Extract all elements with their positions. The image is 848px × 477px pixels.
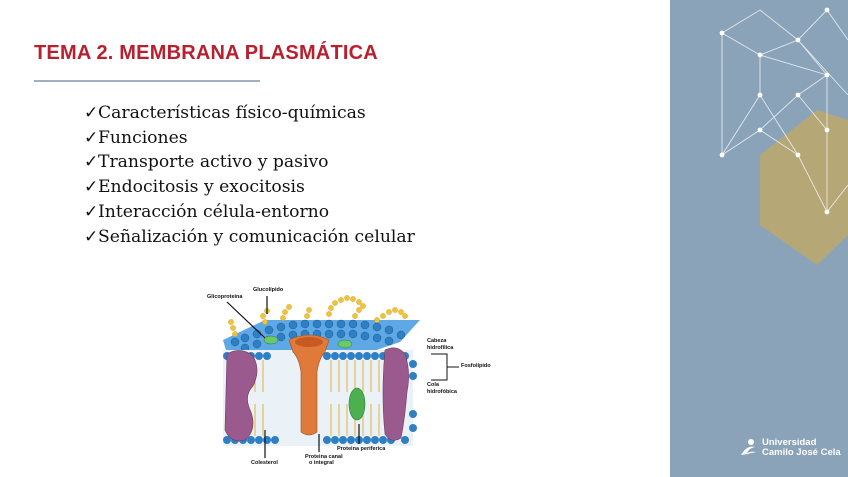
brand-text: Universidad Camilo José Cela [762,438,841,458]
label-hidrofobica: hidrofóbica [427,389,458,395]
gold-hexagon [760,110,848,265]
carbohydrate-chains [228,295,408,337]
brand-line-2: Camilo José Cela [762,447,841,458]
bracket-fosfolipido [431,353,459,381]
glycoprotein-green [263,335,279,345]
network-decoration [719,7,848,265]
check-icon: ✓ [84,127,99,148]
green-protein-2 [337,339,353,349]
topic-label: Interacción célula-entorno [98,201,330,222]
topic-list: ✓Características físico-químicas ✓Funcio… [84,101,415,249]
channel-protein [288,334,330,436]
topic-item: ✓Funciones [84,126,415,151]
label-fosfolipido: Fosfolípido [461,363,491,369]
topic-item: ✓Transporte activo y pasivo [84,150,415,175]
university-brand: Universidad Camilo José Cela [740,438,841,458]
integral-protein-left [224,350,258,442]
membrane-diagram: Glicoproteina Glucolípido Cabeza hidrofí… [207,287,491,466]
side-panel [670,0,848,477]
integral-protein-right [382,347,409,441]
check-icon: ✓ [84,177,99,198]
channel-pore [295,337,323,347]
topic-item: ✓Endocitosis y exocitosis [84,175,415,200]
network-nodes [719,7,830,215]
topic-item: ✓Características físico-químicas [84,101,415,126]
label-colesterol: Colesterol [251,460,278,466]
phospholipid-heads [230,319,406,353]
ucjc-logo-icon [741,439,756,455]
title-underline [34,80,260,82]
topic-label: Endocitosis y exocitosis [98,177,305,198]
topic-label: Señalización y comunicación celular [98,226,415,247]
label-proteina-periferica: Proteina periferica [337,446,386,452]
label-hidrofilica: hidrofílica [427,345,454,351]
topic-label: Características físico-químicas [98,103,366,123]
topic-label: Funciones [98,127,188,148]
label-glicoproteina: Glicoproteina [207,294,243,300]
label-cabeza: Cabeza [427,338,447,344]
label-o-integral: o integral [309,460,334,466]
peripheral-protein [348,387,366,421]
topic-item: ✓Señalización y comunicación celular [84,225,415,250]
check-icon: ✓ [84,103,99,123]
topic-item: ✓Interacción célula-entorno [84,200,415,225]
label-glucolipido: Glucolípido [253,287,284,293]
check-icon: ✓ [84,201,99,222]
arrow-glicoproteina [226,301,266,339]
edge-heads [409,360,417,432]
check-icon: ✓ [84,226,99,247]
label-proteina-canal: Proteina canal [305,454,343,460]
slide-title: TEMA 2. MEMBRANA PLASMÁTICA [34,42,378,64]
brand-line-1: Universidad [762,437,817,448]
topic-label: Transporte activo y pasivo [98,152,329,173]
label-cola: Cola [427,382,440,388]
check-icon: ✓ [84,152,99,173]
